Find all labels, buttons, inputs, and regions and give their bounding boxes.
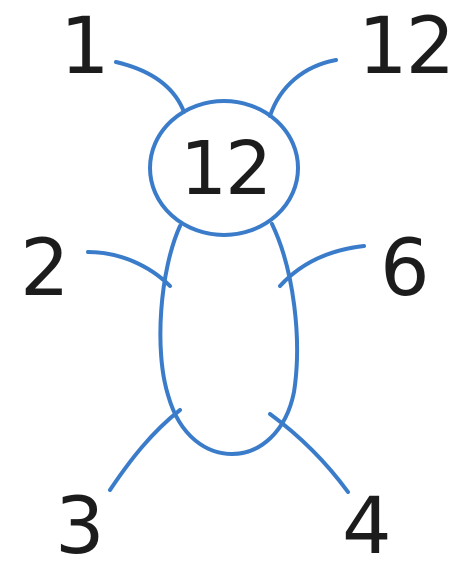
label-mid-left: 2 (20, 224, 70, 314)
label-top-right: 12 (358, 2, 452, 92)
right-middle-leg (278, 244, 366, 288)
label-mid-right: 6 (380, 224, 430, 314)
left-middle-leg (86, 250, 172, 288)
label-top-left: 1 (60, 2, 110, 92)
left-antenna (114, 60, 186, 114)
head (148, 99, 300, 237)
body (158, 222, 299, 456)
left-bottom-leg (108, 408, 182, 492)
label-bottom-right: 4 (342, 482, 392, 572)
right-bottom-leg (268, 412, 350, 494)
label-bottom-left: 3 (55, 482, 105, 572)
label-head: 12 (180, 126, 272, 212)
right-antenna (268, 58, 338, 118)
